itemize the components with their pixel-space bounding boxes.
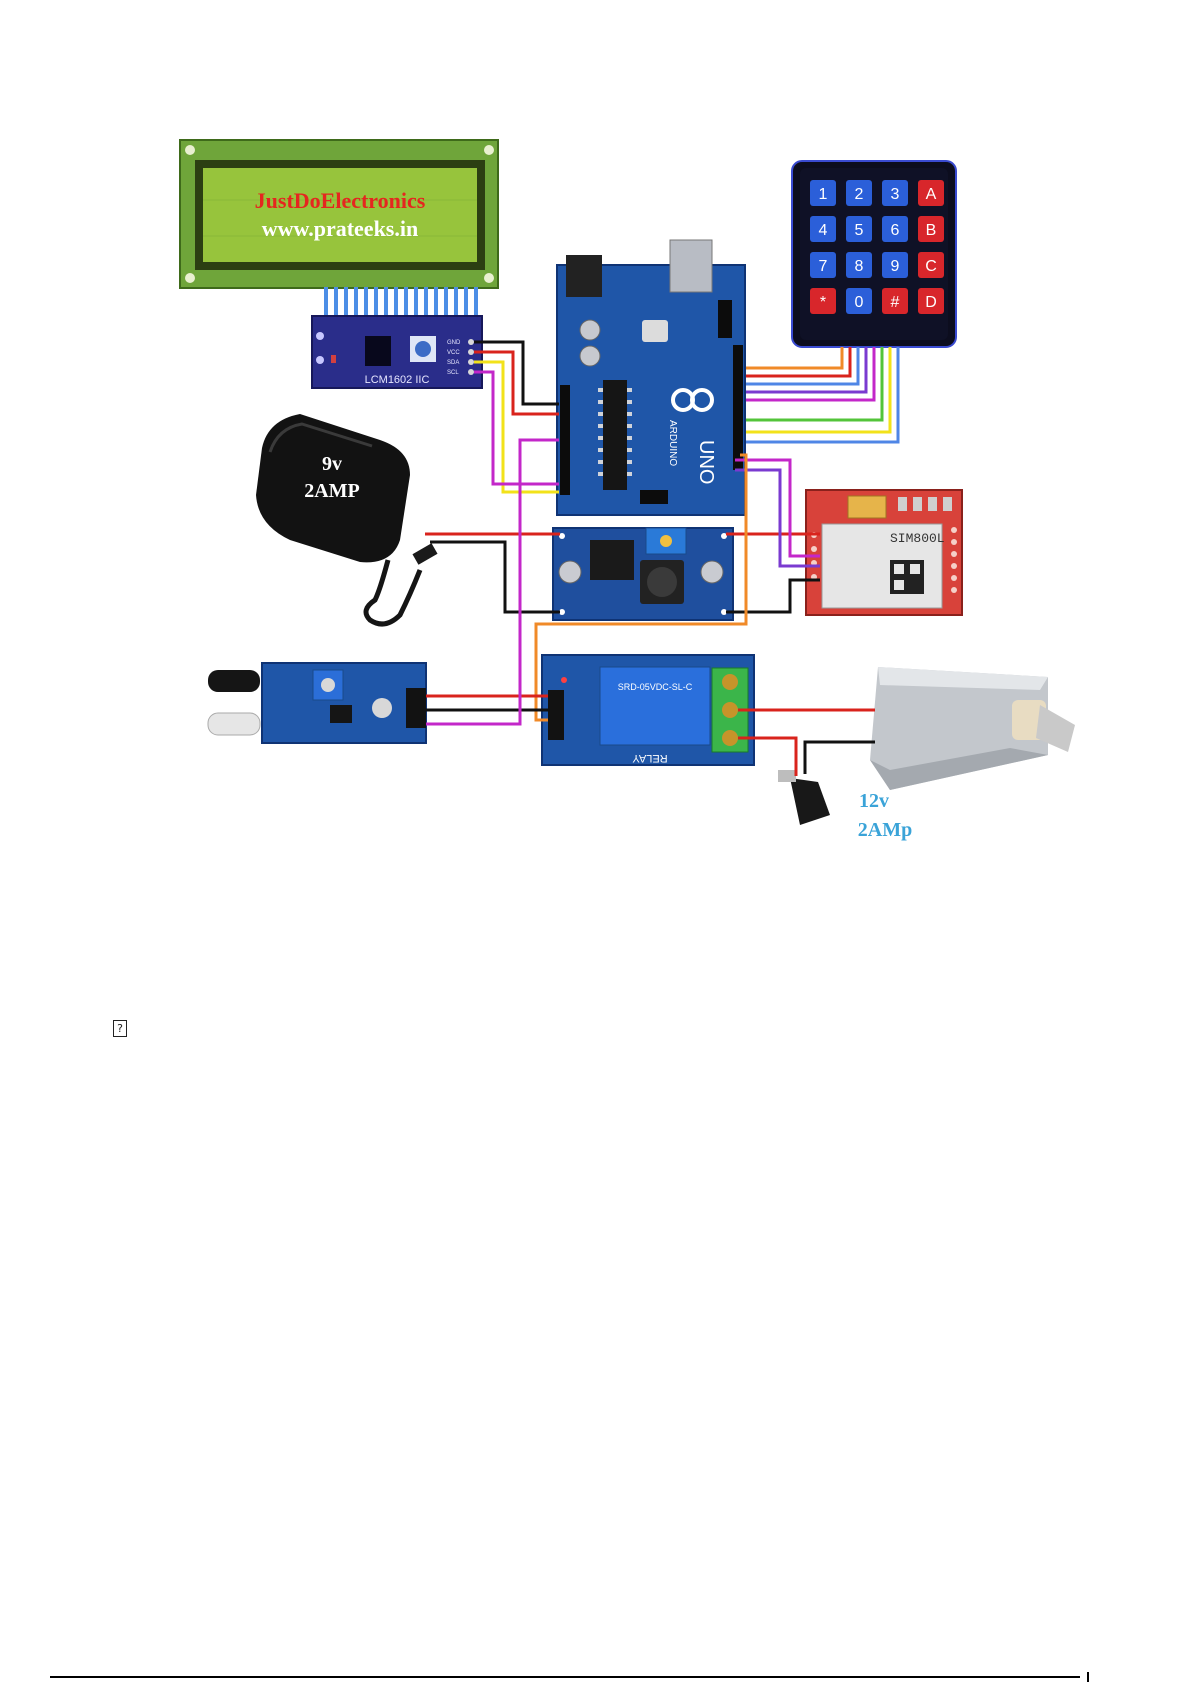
buck-converter	[553, 528, 733, 620]
keypad-key-label: 7	[819, 258, 828, 275]
keypad-key-label: #	[891, 294, 900, 311]
footer-rule	[50, 1676, 1080, 1678]
wire-9v-negative	[430, 542, 560, 612]
keypad-key-label: 0	[855, 294, 864, 311]
i2c-pin-scl: SCL	[447, 370, 459, 376]
i2c-module: LCM1602 IIC GND VCC SDA SCL	[312, 316, 482, 388]
arduino-model-text: UNO	[695, 440, 717, 484]
adapter-12v-line-2: 2AMp	[858, 819, 912, 841]
wire-i2c-sda	[474, 362, 559, 492]
lcd-line-2: www.prateeks.in	[262, 216, 418, 241]
arduino-logo-text: ARDUINO	[667, 420, 678, 466]
adapter-9v: 9v 2AMP	[256, 414, 438, 624]
keypad-wires	[733, 347, 898, 442]
footer-tick	[1087, 1672, 1089, 1682]
keypad-key-label: A	[926, 186, 937, 203]
relay-label: RELAY	[632, 752, 668, 764]
solenoid-lock	[870, 667, 1075, 790]
keypad-key-label: 2	[855, 186, 864, 203]
missing-glyph-box: ?	[113, 1020, 127, 1037]
keypad-key-label: 1	[819, 186, 828, 203]
arduino-uno: ARDUINO UNO	[557, 240, 745, 515]
adapter-12v-line-1: 12v	[859, 790, 889, 812]
wire-lock-negative	[805, 742, 875, 774]
keypad-key-label: 6	[891, 222, 900, 239]
keypad-key-label: C	[925, 258, 937, 275]
keypad-key-label: D	[925, 294, 937, 311]
ir-sensor	[208, 663, 426, 743]
gsm-label: SIM800L	[890, 531, 945, 546]
i2c-module-label: LCM1602 IIC	[365, 374, 430, 386]
keypad-key-label: 3	[891, 186, 900, 203]
keypad-key-label: 9	[891, 258, 900, 275]
keypad-key-label: 4	[819, 222, 828, 239]
relay-part-number: SRD-05VDC-SL-C	[618, 682, 693, 692]
i2c-pin-gnd: GND	[447, 340, 461, 346]
wire-i2c-scl	[474, 372, 559, 484]
lcd-display: JustDoElectronics www.prateeks.in	[180, 140, 498, 288]
gsm-module: SIM800L	[806, 490, 962, 615]
keypad-key-label: 5	[855, 222, 864, 239]
dc-jack-12v	[778, 770, 830, 825]
keypad-key-label: *	[820, 294, 826, 311]
keypad: 1 2 3 A 4 5 6 B 7 8 9 C * 0 # D	[792, 161, 956, 347]
relay-module: SRD-05VDC-SL-C RELAY	[542, 655, 754, 765]
lcd-line-1: JustDoElectronics	[255, 188, 426, 213]
i2c-pin-sda: SDA	[447, 360, 459, 366]
i2c-pin-vcc: VCC	[447, 350, 460, 356]
adapter-9v-line-2: 2AMP	[304, 480, 360, 502]
keypad-key-label: B	[926, 222, 937, 239]
keypad-key-label: 8	[855, 258, 864, 275]
adapter-9v-line-1: 9v	[322, 453, 342, 475]
